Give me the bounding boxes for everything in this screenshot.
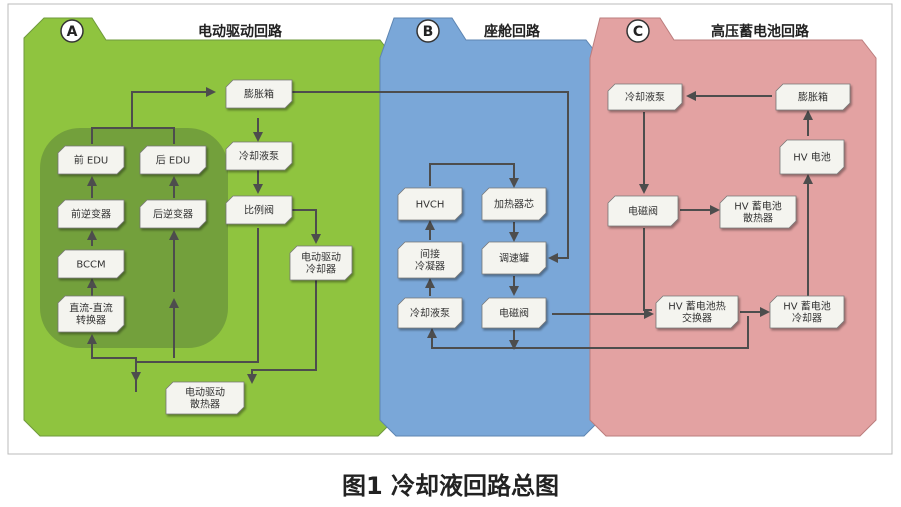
node-box [225, 141, 293, 171]
node-c-pump: 冷却液泵 [607, 83, 683, 111]
node-box [719, 195, 797, 229]
node-label: 冷却器 [792, 312, 822, 325]
node-label: 前 EDU [74, 154, 109, 167]
node-box [57, 249, 125, 279]
node-a-rear-inv: 后逆变器 [139, 199, 207, 229]
node-box [769, 295, 845, 329]
node-box [397, 187, 463, 221]
node-label: 调速罐 [499, 252, 529, 265]
node-box [289, 245, 353, 281]
panel-c-title: 高压蓄电池回路 [711, 23, 810, 40]
panel-a-badge: A [60, 19, 84, 43]
node-a-pump: 冷却液泵 [225, 141, 293, 171]
node-box [139, 199, 207, 229]
coolant-circuit-diagram: A B C 电动驱动回路 座舱回路 高压蓄电池回路 [7, 3, 893, 455]
node-label: HV 蓄电池 [783, 300, 831, 313]
node-label: 间接 [420, 248, 440, 261]
node-c-battery: HV 电池 [779, 139, 845, 175]
node-box [481, 187, 547, 221]
node-label: 加热器芯 [494, 198, 534, 211]
node-label: 冷却液泵 [625, 91, 665, 104]
flow-connectors [87, 87, 813, 392]
node-label: BCCM [76, 260, 105, 271]
panel-b-badge: B [416, 19, 440, 43]
node-box [165, 381, 245, 415]
node-a-front-inv: 前逆变器 [57, 199, 125, 229]
panel-c-badge: C [626, 19, 650, 43]
node-box [57, 295, 125, 333]
node-box [57, 199, 125, 229]
node-box [607, 195, 679, 227]
node-b-valve: 电磁阀 [481, 297, 547, 329]
node-box [481, 297, 547, 329]
node-box [481, 241, 547, 275]
node-box [139, 145, 207, 175]
node-box [397, 297, 463, 329]
node-label: 电动驱动 [185, 386, 225, 399]
node-a-bccm: BCCM [57, 249, 125, 279]
node-label: HV 蓄电池 [734, 200, 782, 213]
svg-text:C: C [633, 24, 643, 40]
node-label: 散热器 [190, 398, 220, 411]
node-label: 电磁阀 [499, 307, 529, 320]
svg-text:B: B [423, 24, 434, 40]
node-label: 电磁阀 [628, 205, 658, 218]
node-label: 冷却液泵 [239, 150, 279, 163]
node-b-heater-core: 加热器芯 [481, 187, 547, 221]
node-label: 直流-直流 [69, 302, 113, 315]
node-label: HV 电池 [793, 151, 831, 164]
node-box [607, 83, 683, 111]
node-label: 后 EDU [156, 155, 191, 167]
node-box [779, 139, 845, 175]
node-b-pump: 冷却液泵 [397, 297, 463, 329]
node-label: 后逆变器 [153, 208, 193, 221]
node-box [225, 195, 293, 225]
node-a-front-edu: 前 EDU [57, 145, 125, 175]
node-b-hvch: HVCH [397, 187, 463, 221]
panel-b-title: 座舱回路 [484, 23, 541, 40]
node-label: 冷却液泵 [410, 307, 450, 320]
node-a-rear-edu: 后 EDU [139, 145, 207, 175]
node-label: 散热器 [743, 212, 773, 225]
node-box [775, 83, 851, 111]
node-c-tank: 膨胀箱 [775, 83, 851, 111]
node-box [397, 241, 463, 279]
node-label: 比例阀 [244, 204, 274, 217]
node-label: 电动驱动 [301, 251, 341, 264]
node-label: 冷凝器 [415, 260, 445, 273]
node-box [225, 79, 293, 109]
figure-caption: 图1 冷却液回路总图 [341, 472, 560, 500]
panel-a-title: 电动驱动回路 [198, 23, 283, 40]
node-label: 转换器 [76, 314, 106, 327]
node-box [655, 295, 739, 329]
node-label: 交换器 [682, 312, 712, 325]
node-a-tank: 膨胀箱 [225, 79, 293, 109]
node-label: HVCH [416, 200, 445, 211]
node-c-valve: 电磁阀 [607, 195, 679, 227]
node-label: HV 蓄电池热 [668, 300, 726, 313]
svg-text:A: A [67, 24, 78, 40]
node-b-surge: 调速罐 [481, 241, 547, 275]
node-a-prop-valve: 比例阀 [225, 195, 293, 225]
node-box [57, 145, 125, 175]
node-label: 膨胀箱 [798, 91, 828, 104]
node-label: 膨胀箱 [244, 88, 274, 101]
node-label: 冷却器 [306, 263, 336, 276]
node-label: 前逆变器 [71, 208, 111, 221]
